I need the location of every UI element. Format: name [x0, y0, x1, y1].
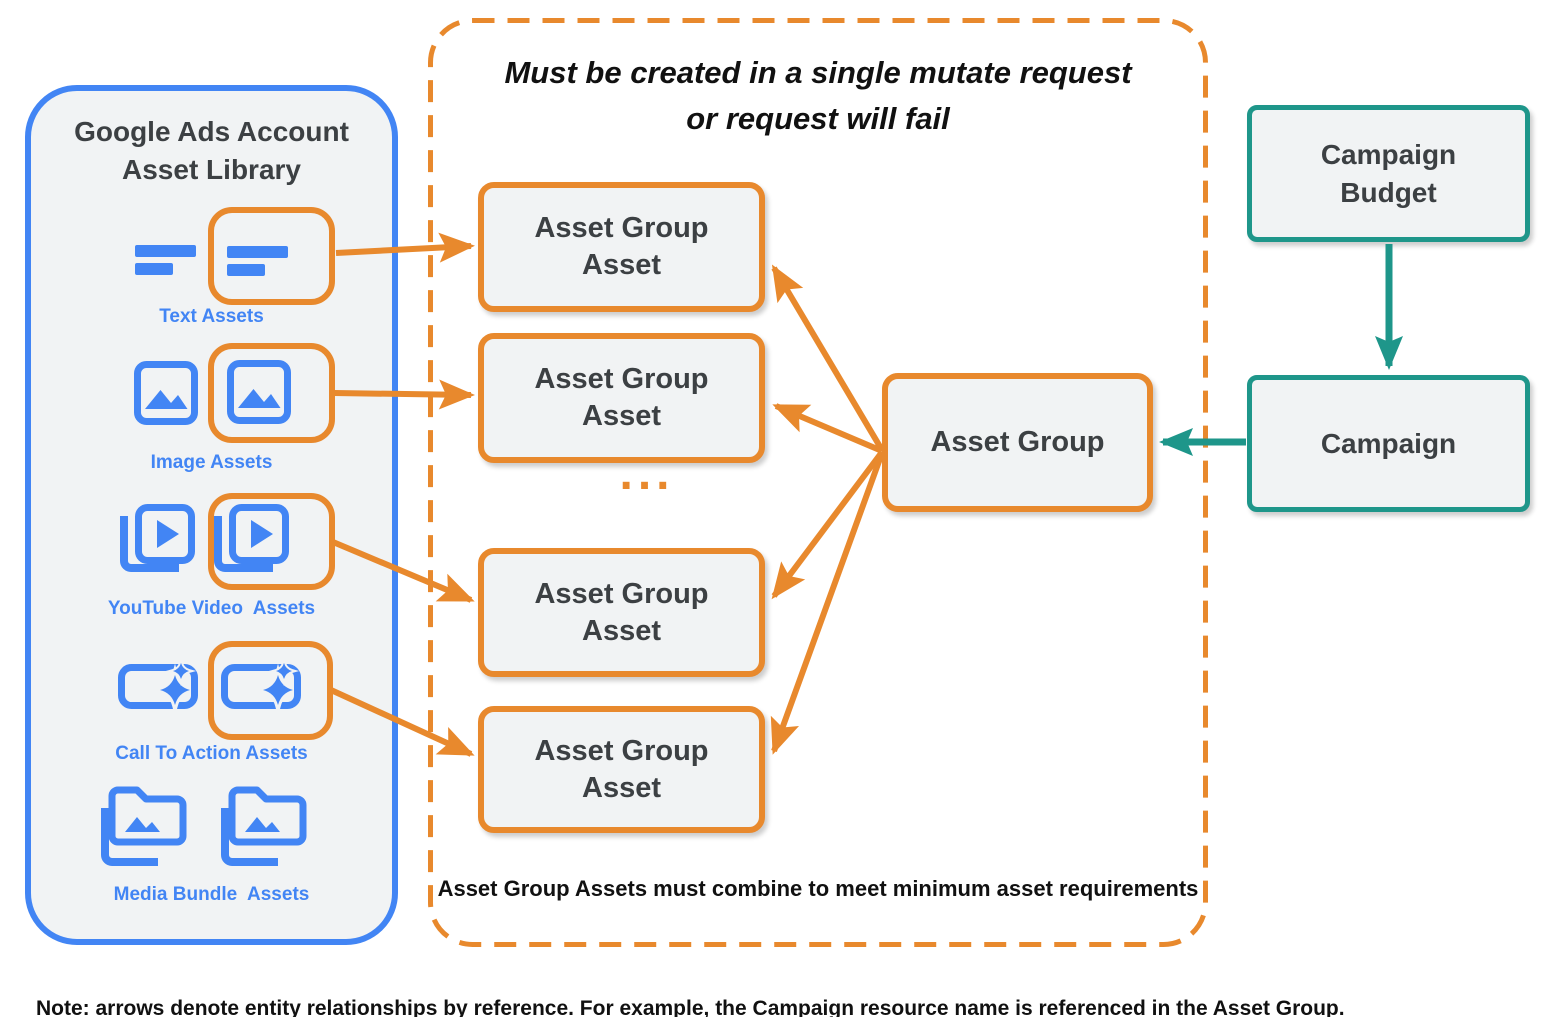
- asset-group-asset-label: Asset: [582, 771, 661, 804]
- asset-group-asset-label: Asset Group: [534, 212, 709, 244]
- asset-library-panel: Google Ads Account Asset Library Text As…: [25, 85, 398, 945]
- library-title: Google Ads Account Asset Library: [31, 113, 392, 189]
- asset-group-asset-label: Asset: [582, 400, 661, 432]
- more-assets-ellipsis: ...: [619, 447, 675, 500]
- mutate-title-line2: or request will fail: [686, 101, 950, 136]
- call-to-action-asset-icon: [118, 655, 200, 721]
- asset-group-asset-label: Asset Group: [534, 577, 709, 610]
- asset-group-asset-label: Asset Group: [534, 363, 709, 395]
- media-bundle-asset-icon: [98, 784, 192, 875]
- campaign-box: Campaign: [1247, 375, 1530, 512]
- media-bundle-asset-icon: [218, 784, 312, 875]
- asset-group-asset-box-2: Asset Group Asset: [478, 333, 765, 463]
- campaign-budget-box: Campaign Budget: [1247, 105, 1530, 242]
- media-bundle-assets-label: Media Bundle Assets: [113, 884, 310, 905]
- library-title-line2: Asset Library: [122, 154, 301, 185]
- asset-group-asset-label: Asset: [582, 614, 661, 647]
- mutate-panel-title: Must be created in a single mutate reque…: [428, 50, 1208, 142]
- text-asset-icon: [227, 246, 289, 281]
- text-asset-icon: [135, 245, 197, 280]
- selected-image-asset-outline: [208, 343, 335, 443]
- youtube-video-asset-icon: [212, 504, 290, 581]
- campaign-budget-label: Budget: [1340, 176, 1437, 208]
- asset-group-box: Asset Group: [882, 373, 1153, 512]
- campaign-budget-label: Campaign: [1320, 138, 1457, 170]
- campaign-label: Campaign: [1320, 427, 1457, 459]
- asset-group-asset-box-1: Asset Group Asset: [478, 182, 765, 312]
- library-title-line1: Google Ads Account: [74, 116, 349, 147]
- asset-group-asset-label: Asset: [582, 249, 661, 281]
- youtube-assets-label: YouTube Video Assets: [107, 598, 316, 619]
- selected-text-asset-outline: [208, 207, 335, 305]
- image-asset-icon: [134, 361, 198, 430]
- cta-assets-label: Call To Action Assets: [115, 743, 308, 764]
- text-assets-label: Text Assets: [159, 306, 264, 327]
- mutate-panel-footnote: Asset Group Assets must combine to meet …: [437, 876, 1199, 901]
- image-assets-label: Image Assets: [150, 452, 273, 473]
- footer-note: Note: arrows denote entity relationships…: [36, 997, 1345, 1017]
- mutate-title-line1: Must be created in a single mutate reque…: [504, 55, 1132, 90]
- asset-group-label: Asset Group: [930, 426, 1105, 458]
- image-asset-icon: [227, 360, 291, 429]
- asset-group-asset-label: Asset Group: [534, 734, 709, 767]
- youtube-video-asset-icon: [118, 504, 196, 581]
- asset-group-asset-box-4: Asset Group Asset: [478, 706, 765, 833]
- call-to-action-asset-icon: [221, 655, 303, 721]
- asset-group-asset-box-3: Asset Group Asset: [478, 548, 765, 677]
